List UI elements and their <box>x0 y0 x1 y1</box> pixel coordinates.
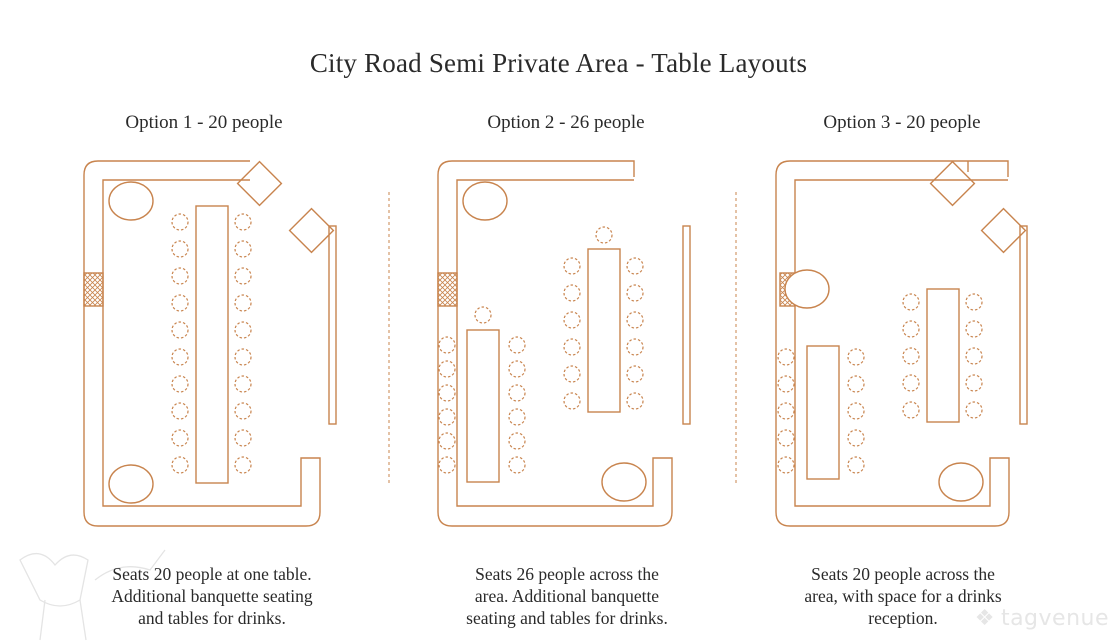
option-3-table <box>926 288 960 423</box>
decorative-sketch-icon <box>19 549 166 641</box>
option-3-description-line: reception. <box>868 608 938 628</box>
option-3-description-line: area, with space for a drinks <box>804 586 1002 606</box>
option-1-description-line: Seats 20 people at one table. <box>112 564 312 584</box>
option-3-side-bar <box>1019 225 1028 425</box>
option-3-description: Seats 20 people across the area, with sp… <box>743 563 1063 629</box>
option-1-long-table <box>195 205 229 484</box>
page-title: City Road Semi Private Area - Table Layo… <box>309 48 808 78</box>
option-1-description-line: and tables for drinks. <box>138 608 286 628</box>
option-2-description-line: Seats 26 people across the <box>475 564 659 584</box>
option-1-side-bar <box>328 225 337 425</box>
option-3-plan <box>775 160 1028 527</box>
option-1-round-table <box>108 464 154 504</box>
option-3-chairs <box>777 293 983 474</box>
option-2-door <box>437 272 458 307</box>
option-1-description-line: Additional banquette seating <box>111 586 313 606</box>
option-1-drinks-table <box>288 207 335 254</box>
option-2-description: Seats 26 people across the area. Additio… <box>407 563 727 629</box>
watermark-text: tagvenue <box>1000 606 1109 631</box>
option-2-wall <box>437 160 673 527</box>
option-1-title: Option 1 - 20 people <box>125 112 283 133</box>
option-2-table <box>587 248 621 413</box>
option-2-plan <box>437 160 691 527</box>
tagvenue-logo-icon: ❖ <box>974 606 995 631</box>
watermark: ❖tagvenue <box>975 606 1109 631</box>
option-2-chairs <box>438 226 644 474</box>
option-2-round-table <box>601 462 647 502</box>
option-1-wall <box>83 160 321 527</box>
option-2-table <box>466 329 500 483</box>
option-2-description-line: seating and tables for drinks. <box>466 608 668 628</box>
option-3-table <box>806 345 840 480</box>
option-2-description-line: area. Additional banquette <box>474 586 660 606</box>
option-3-round-table <box>784 269 830 309</box>
option-3-drinks-table <box>980 207 1027 254</box>
option-2-round-table <box>462 181 508 221</box>
option-1-plan <box>83 160 337 527</box>
option-2-title: Option 2 - 26 people <box>487 112 645 133</box>
option-3-round-table <box>938 462 984 502</box>
option-1-chairs <box>171 213 252 474</box>
option-3-drinks-table <box>929 160 976 207</box>
option-3-description-line: Seats 20 people across the <box>811 564 995 584</box>
option-1-round-table <box>108 181 154 221</box>
option-1-drinks-table <box>236 160 283 207</box>
option-2-side-bar <box>682 225 691 425</box>
option-3-title: Option 3 - 20 people <box>823 112 981 133</box>
option-1-door <box>83 272 104 307</box>
option-1-description: Seats 20 people at one table. Additional… <box>52 563 372 629</box>
option-3-wall <box>775 160 1010 527</box>
